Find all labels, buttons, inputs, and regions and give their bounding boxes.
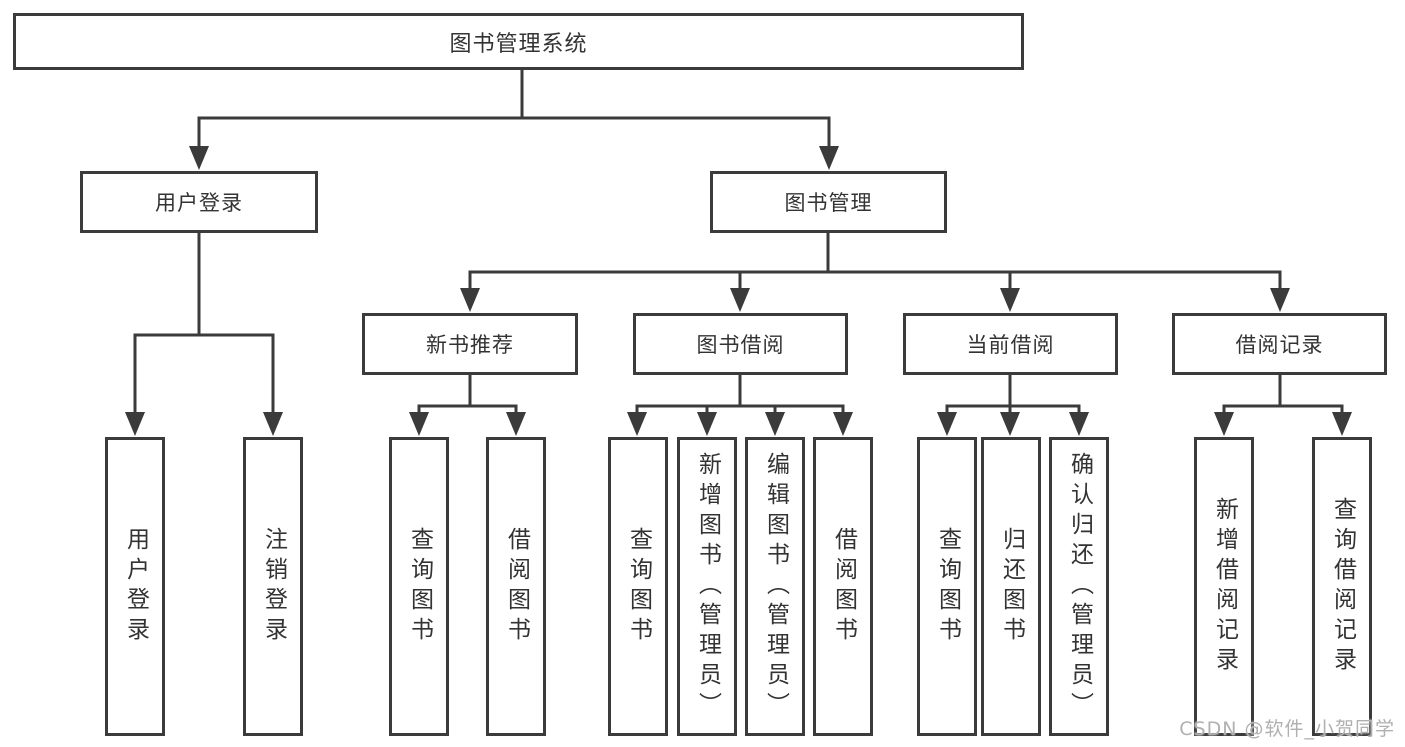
node-label: 新书推荐: [426, 333, 514, 357]
node-return-book: 归还图书: [981, 437, 1041, 736]
node-add-book-admin: 新增图书（管理员）: [677, 437, 737, 736]
node-label: 图书借阅: [696, 333, 785, 357]
node-label: 注销登录: [260, 526, 287, 647]
node-label: 编辑图书（管理员）: [762, 451, 789, 722]
csdn-watermark: CSDN @软件_小贺同学: [1179, 718, 1395, 740]
node-book-borrowing: 图书借阅: [633, 313, 848, 375]
node-borrow-books-borrowing: 借阅图书: [813, 437, 873, 736]
node-confirm-return-admin: 确认归还（管理员）: [1049, 437, 1109, 736]
node-label: 当前借阅: [966, 333, 1055, 357]
node-query-books-recommend: 查询图书: [389, 437, 449, 736]
node-logout: 注销登录: [243, 437, 303, 736]
node-label: 查询图书: [934, 526, 961, 647]
node-user-login-group: 用户登录: [80, 171, 318, 233]
node-label: 图书管理系统: [449, 31, 588, 57]
node-borrow-books-recommend: 借阅图书: [486, 437, 546, 736]
node-add-borrow-record: 新增借阅记录: [1194, 437, 1254, 736]
node-label: 归还图书: [998, 526, 1025, 647]
node-label: 查询借阅记录: [1329, 496, 1356, 677]
node-query-borrow-record: 查询借阅记录: [1312, 437, 1372, 736]
node-label: 查询图书: [406, 526, 433, 647]
node-query-books-borrowing: 查询图书: [608, 437, 668, 736]
node-borrowing-records: 借阅记录: [1172, 313, 1387, 375]
node-current-borrowing: 当前借阅: [903, 313, 1118, 375]
node-label: 借阅记录: [1235, 333, 1324, 357]
node-label: 借阅图书: [503, 526, 530, 647]
node-library-management-system: 图书管理系统: [13, 13, 1024, 70]
node-edit-book-admin: 编辑图书（管理员）: [745, 437, 805, 736]
node-user-login-leaf: 用户登录: [105, 437, 165, 736]
node-label: 用户登录: [155, 191, 243, 215]
node-label: 确认归还（管理员）: [1066, 451, 1093, 722]
node-query-books-current: 查询图书: [917, 437, 977, 736]
node-label: 用户登录: [122, 526, 149, 647]
node-label: 查询图书: [625, 526, 652, 647]
node-book-management: 图书管理: [710, 171, 947, 233]
node-label: 新增借阅记录: [1211, 496, 1238, 677]
node-label: 图书管理: [784, 191, 873, 215]
node-label: 新增图书（管理员）: [694, 451, 721, 722]
node-label: 借阅图书: [830, 526, 857, 647]
arrowhead-icons: [125, 146, 1352, 436]
node-new-book-recommendation: 新书推荐: [362, 313, 578, 375]
